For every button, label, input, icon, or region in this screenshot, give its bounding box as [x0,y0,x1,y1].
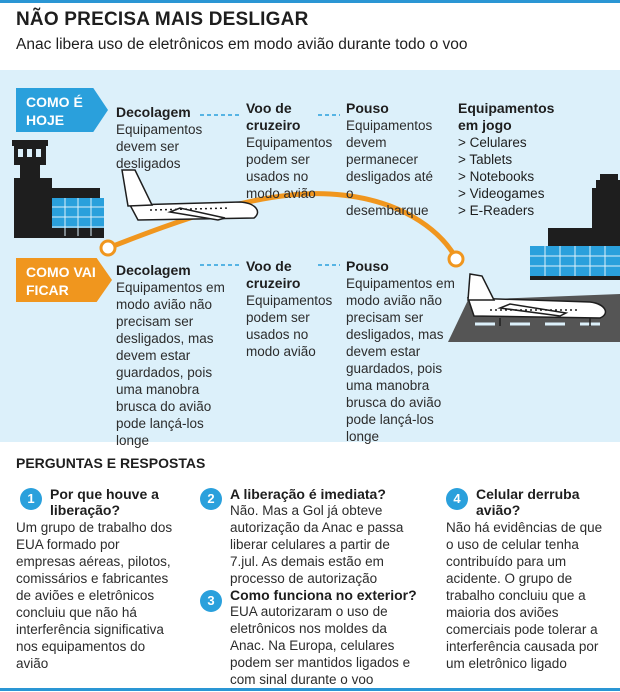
hoje-decolagem: Decolagem Equipamentos devem ser desliga… [116,104,206,172]
list-item: Videogames [458,185,568,202]
list-item: E-Readers [458,202,568,219]
question-4: Celular derruba avião? [476,486,580,518]
left-airport-icon [12,140,104,238]
infographic-band [0,70,620,442]
stage-label: Decolagem [116,262,191,278]
question-1: Por que houve a liberação? [50,486,159,518]
stage-text: Equipamentos podem ser usados no modo av… [246,135,333,201]
list-item: Celulares [458,134,568,151]
right-airport-icon [530,174,620,280]
stage-text: Equipamentos em modo avião não precisam … [116,280,225,448]
flight-path-arc [107,191,459,260]
answer-2: Não. Mas a Gol já obteve autorização da … [230,503,404,586]
stage-label: Pouso [346,100,389,116]
hoje-pouso: Pouso Equipamentos devem permanecer desl… [346,100,434,219]
tag-como-e-hoje: COMO É HOJE [16,88,108,132]
answer-4: Não há evidências de que o uso de celula… [446,520,603,671]
page-subtitle: Anac libera uso de eletrônicos em modo a… [16,36,468,53]
stage-text: Equipamentos devem ser desligados [116,122,203,171]
stage-connectors [200,114,340,266]
stage-label: Decolagem [116,104,191,120]
perguntas-title: PERGUNTAS E RESPOSTAS [16,455,206,471]
tag-como-vai-ficar: COMO VAI FICAR [16,258,112,302]
airplane-flight-icon [121,169,259,221]
stage-text: Equipamentos podem ser usados no modo av… [246,293,333,359]
stage-label: Voo de cruzeiro [246,258,301,291]
vai-ficar-pouso: Pouso Equipamentos em modo avião não pre… [346,258,458,445]
arc-end-dot [447,250,465,268]
question-number-3: 3 [200,590,222,612]
question-3: Como funciona no exterior? [230,587,417,603]
equipamentos-list: Celulares Tablets Notebooks Videogames E… [458,134,568,219]
airplane-landed-icon [466,273,607,326]
vai-ficar-decolagem: Decolagem Equipamentos em modo avião não… [116,262,232,449]
stage-label: Voo de cruzeiro [246,100,301,133]
top-rule [0,0,620,3]
equipamentos-title: Equipamentos em jogo [458,100,555,133]
vai-ficar-cruzeiro: Voo de cruzeiro Equipamentos podem ser u… [246,258,334,360]
list-item: Tablets [458,151,568,168]
answer-1: Um grupo de trabalho dos EUA formado por… [16,520,173,671]
equipamentos-box: Equipamentos em jogo Celulares Tablets N… [458,100,568,219]
question-number-2: 2 [200,488,222,510]
question-2: A liberação é imediata? [230,486,386,502]
stage-label: Pouso [346,258,389,274]
stage-text: Equipamentos devem permanecer desligados… [346,118,434,218]
list-item: Notebooks [458,168,568,185]
flight-illustration [12,114,620,342]
hoje-cruzeiro: Voo de cruzeiro Equipamentos podem ser u… [246,100,334,202]
stage-text: Equipamentos em modo avião não precisam … [346,276,455,444]
question-number-1: 1 [20,488,42,510]
arc-start-dot [99,239,117,257]
bottom-rule [0,688,620,691]
question-number-4: 4 [446,488,468,510]
answer-3: EUA autorizaram o uso de eletrônicos nos… [230,604,411,687]
page-title: NÃO PRECISA MAIS DESLIGAR [16,9,309,30]
